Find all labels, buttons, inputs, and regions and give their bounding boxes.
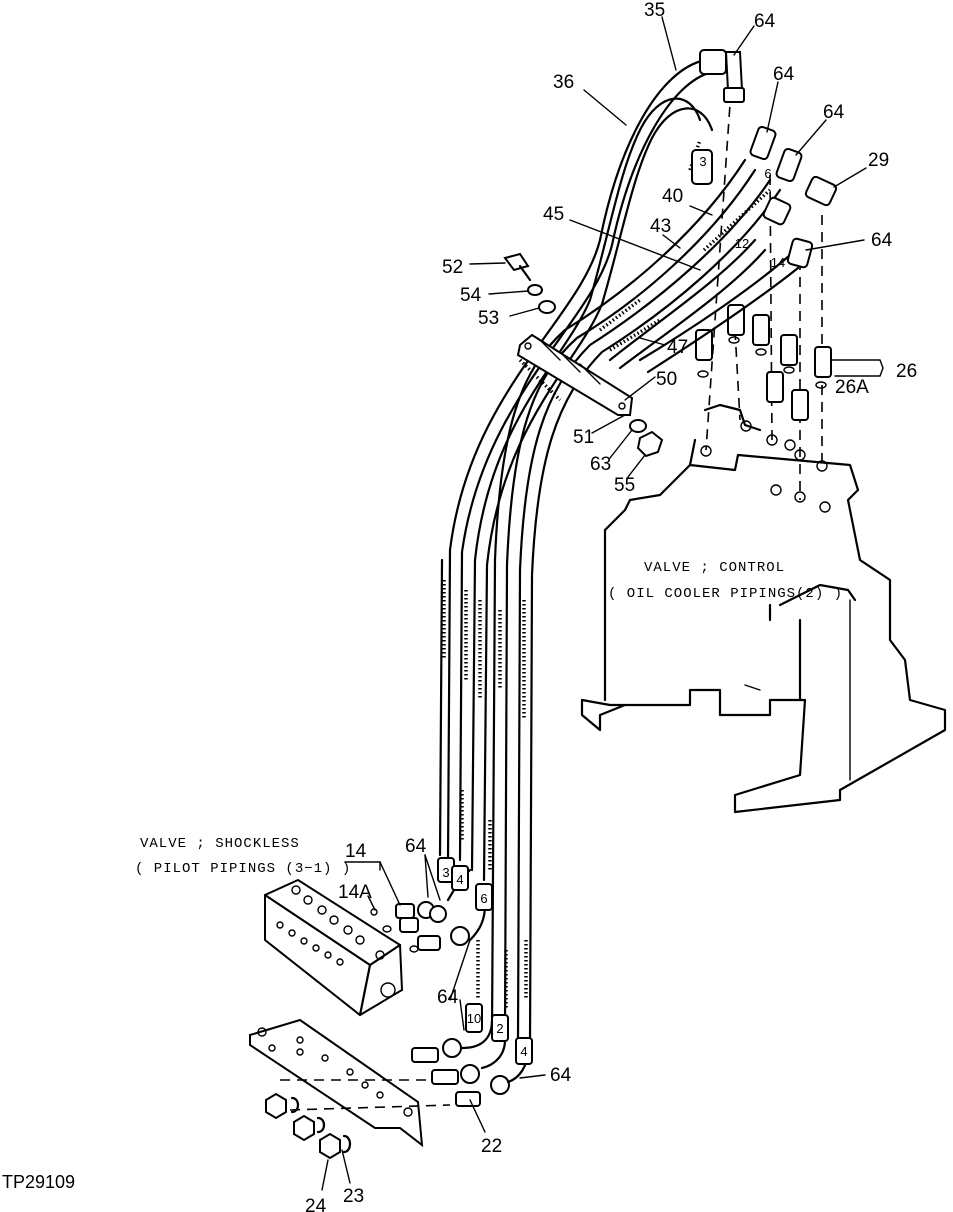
mounting-bracket (249, 1018, 451, 1148)
control-valve-title: VALVE ; CONTROL (644, 560, 785, 576)
shockless-valve-block (263, 878, 404, 1017)
callout-14: 14 (345, 841, 367, 862)
bottom-fittings (411, 857, 533, 1107)
hose-tag-3-top: 3 (699, 154, 706, 169)
shockless-valve-title: VALVE ; SHOCKLESS (140, 836, 300, 852)
callout-26a: 26A (835, 377, 869, 398)
hose-tag-4b-bottom: 4 (520, 1044, 527, 1059)
callout-64-c: 64 (823, 102, 845, 123)
callout-45: 45 (543, 204, 564, 225)
callout-labels: 35 64 36 64 64 29 40 45 43 64 52 54 53 4… (305, 0, 917, 1212)
callout-50: 50 (656, 369, 677, 390)
callout-26: 26 (896, 361, 917, 382)
callout-23: 23 (343, 1186, 364, 1207)
hose-tag-4-bottom: 4 (456, 872, 463, 887)
control-valve-subtitle: ( OIL COOLER PIPINGS(2) ) (608, 586, 843, 602)
callout-64-f: 64 (437, 987, 459, 1008)
control-valve-body (580, 403, 947, 814)
control-valve-fittings (695, 304, 832, 421)
callout-40: 40 (662, 186, 683, 207)
callout-22: 22 (481, 1136, 502, 1157)
leader-lines (321, 16, 884, 1191)
centerlines (705, 89, 823, 500)
callout-51: 51 (573, 427, 594, 448)
callout-64-e: 64 (405, 836, 427, 857)
clamp-bolt-parts (503, 252, 664, 458)
hose-tag-2-bottom: 2 (496, 1021, 503, 1036)
callout-36: 36 (553, 72, 574, 93)
callout-55: 55 (614, 475, 635, 496)
callout-35: 35 (644, 0, 665, 21)
callout-64-b: 64 (773, 64, 795, 85)
callout-24: 24 (305, 1196, 327, 1212)
shockless-valve-subtitle: ( PILOT PIPINGS (3−1) ) (135, 861, 351, 877)
callout-64-top: 64 (754, 11, 776, 32)
hose-tag-10-bottom: 10 (467, 1011, 481, 1026)
callout-29: 29 (868, 150, 889, 171)
callout-52: 52 (442, 257, 463, 278)
callout-47: 47 (667, 337, 688, 358)
port-circles (700, 420, 831, 513)
callout-53: 53 (478, 308, 499, 329)
top-elbow-fittings (691, 49, 838, 269)
callout-54: 54 (460, 285, 482, 306)
hose-tags: 3 6 12 14 3 4 6 10 2 4 (442, 154, 785, 1059)
callout-64-g: 64 (550, 1065, 572, 1086)
callout-63: 63 (590, 454, 611, 475)
callout-64-d: 64 (871, 230, 893, 251)
hose-clamp (516, 333, 634, 416)
figure-reference: TP29109 (2, 1172, 75, 1192)
nuts-and-washers (265, 1092, 352, 1160)
valve-ports (276, 885, 396, 998)
hose-tag-14-top: 14 (771, 255, 785, 270)
hose-bundle (438, 58, 800, 1047)
hose-tag-6-bottom: 6 (480, 891, 487, 906)
hose-tag-3-bottom: 3 (442, 865, 449, 880)
callout-14a: 14A (338, 882, 372, 903)
callout-43: 43 (650, 216, 671, 237)
hose-tag-6-top: 6 (764, 166, 771, 181)
hose-tag-12-top: 12 (735, 236, 749, 251)
